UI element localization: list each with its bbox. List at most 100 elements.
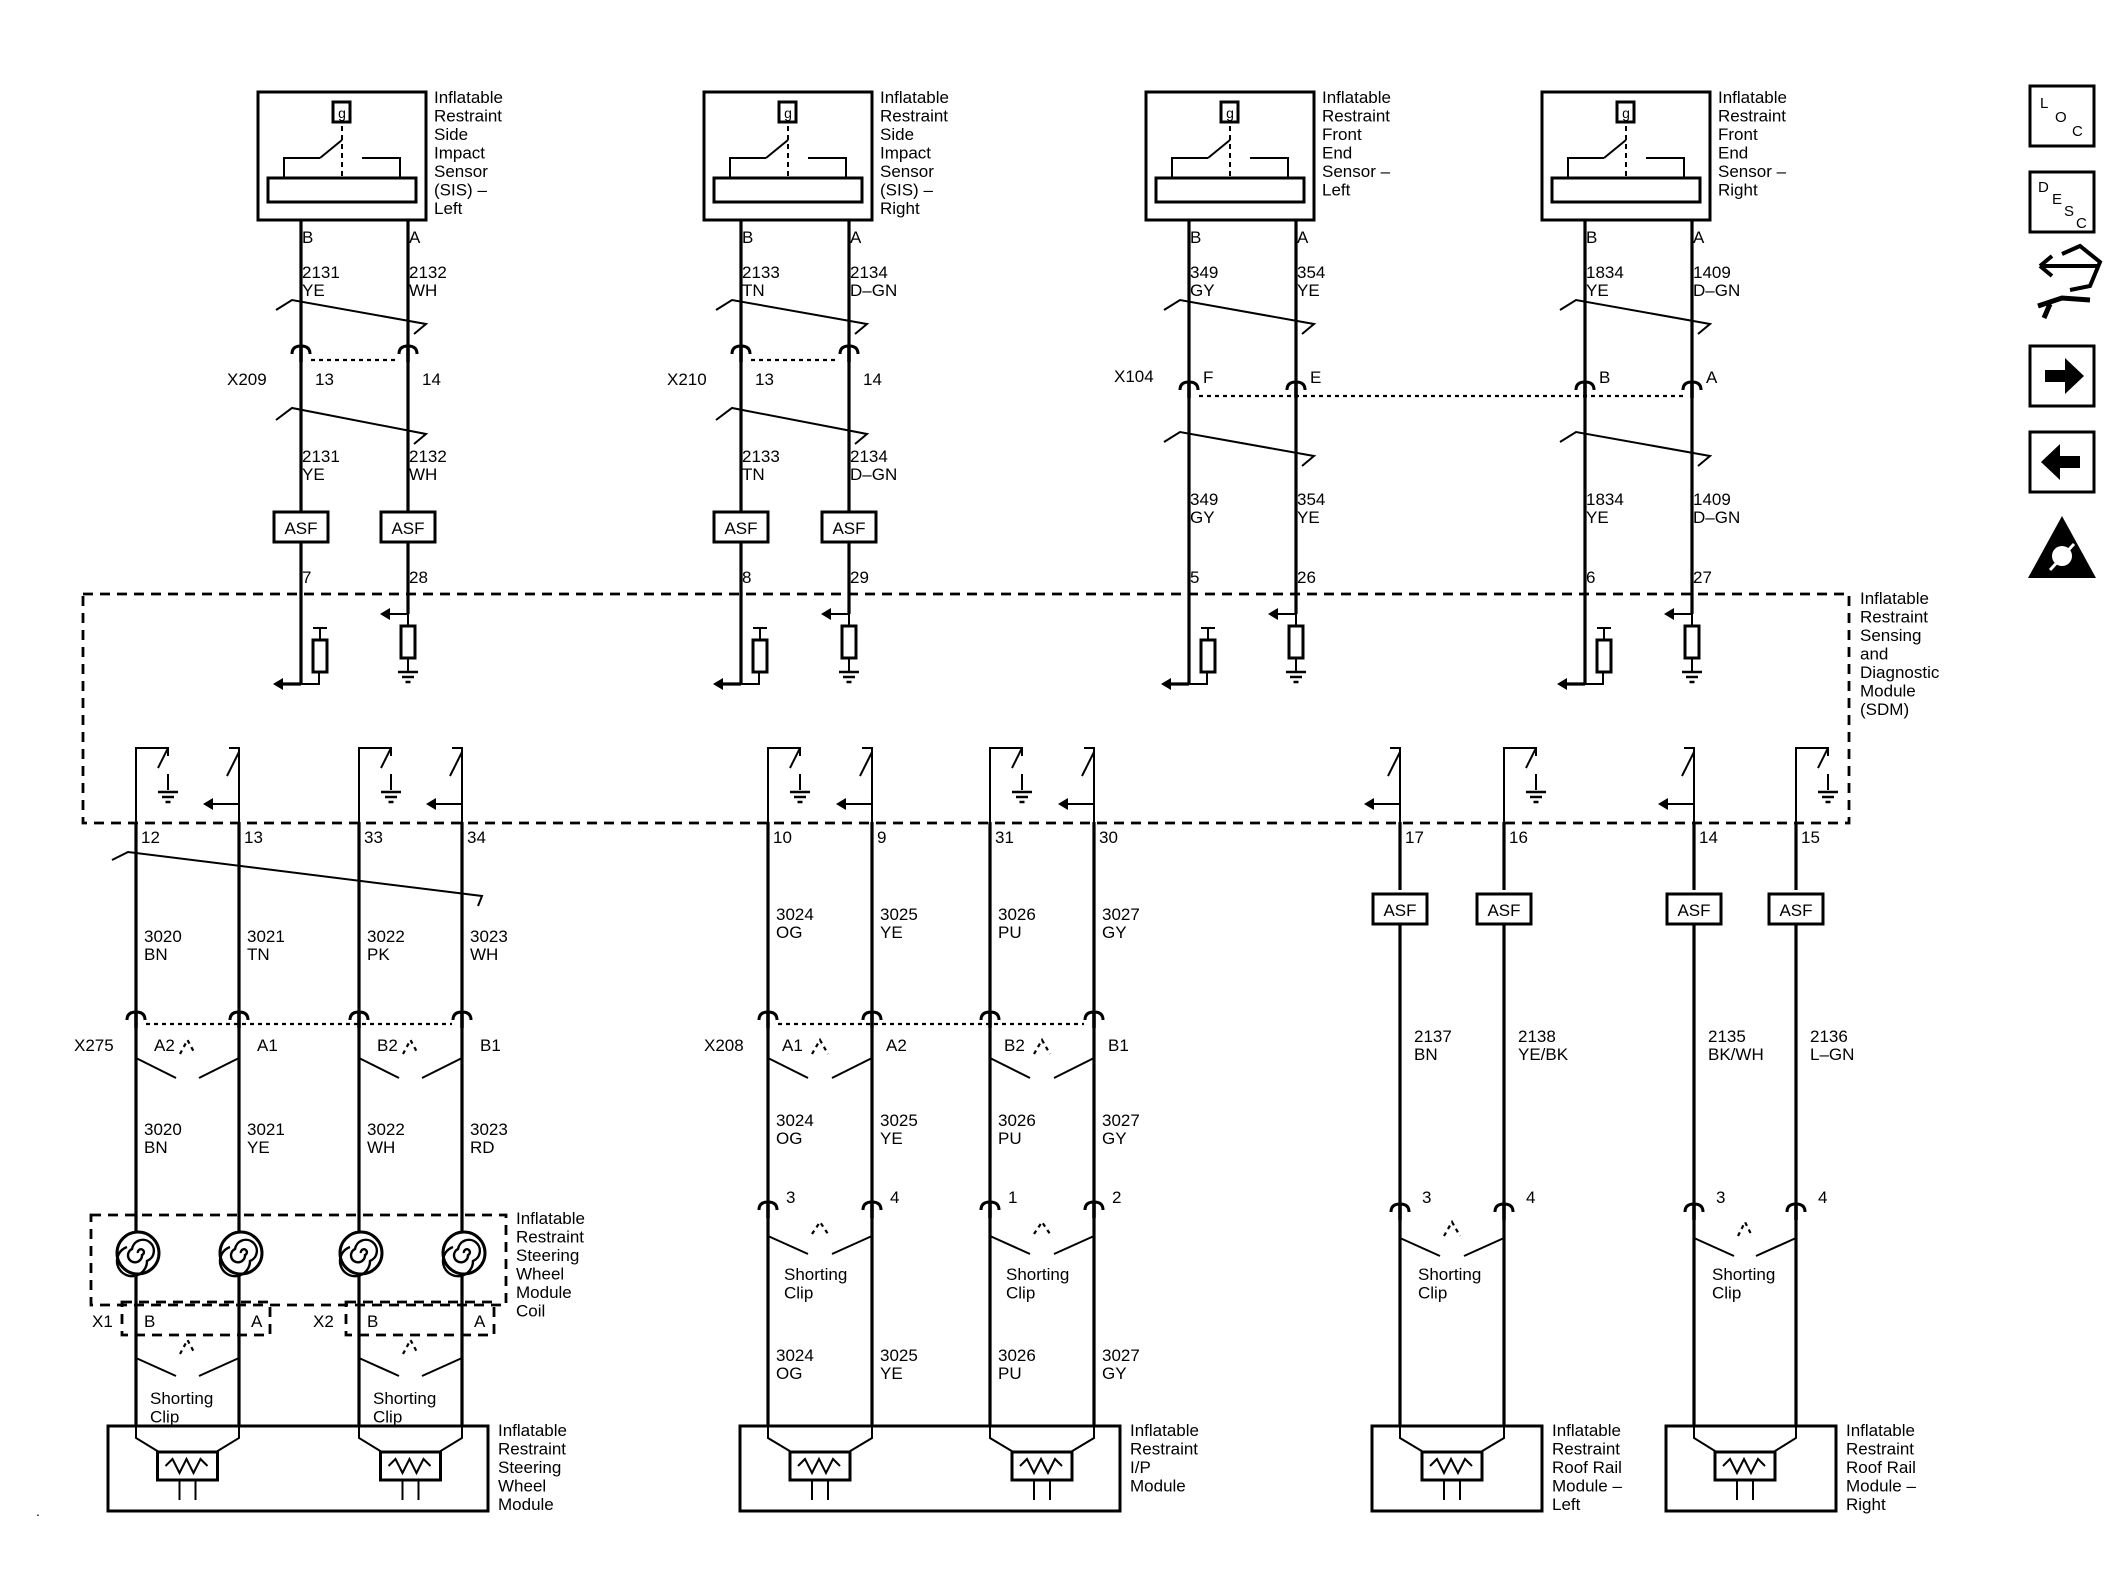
connector-socket [757,1200,779,1220]
sensor-name: Sensor – [1322,162,1391,181]
wire-label: 3020 [144,927,182,946]
twisted-pair-mark [1559,298,1713,335]
sensor-name: Inflatable [880,88,949,107]
sdm-label: Sensing [1860,626,1921,645]
ground-ref-icon: g [1226,105,1234,121]
pin-label: 4 [1526,1188,1535,1207]
location-button[interactable]: L O C [2028,84,2096,148]
clockspring-coil-icon [115,1230,161,1278]
resistor [1199,638,1217,674]
wire-label: 3025 [880,1111,918,1130]
sdm-label: Diagnostic [1860,663,1940,682]
ground-icon [1524,790,1548,804]
pin-label: B [1190,228,1201,247]
module-label: Inflatable [1552,1421,1621,1440]
sdm-pin: 14 [1699,828,1718,847]
connector-socket [730,344,752,364]
clip-label: Clip [373,1408,402,1427]
module-label: Inflatable [1130,1421,1199,1440]
wire-color: YE [1586,281,1609,300]
wire-label: 2132 [409,447,447,466]
wire-label: 2132 [409,263,447,282]
wire-label: 3027 [1102,1111,1140,1130]
wire-color: TN [742,281,765,300]
sensor-name: Side [880,125,914,144]
connector-socket [861,1010,883,1030]
airbag-squib-icon [788,1450,852,1482]
sdm-label: and [1860,645,1888,664]
connector-end-view-icon[interactable] [2037,243,2103,319]
connector-id: X209 [227,370,267,389]
asf-label: ASF [1779,901,1812,920]
sdm-pin: 13 [244,828,263,847]
clip-label: Clip [1712,1284,1741,1303]
sensor-name: (SIS) – [434,181,487,200]
wire-label: 3024 [776,1111,814,1130]
wire-label: 2133 [742,263,780,282]
next-page-button[interactable] [2028,344,2096,408]
previous-page-button[interactable] [2028,430,2096,494]
pin-label: 14 [863,370,882,389]
airbag-squib-icon [379,1450,442,1482]
sensor-box: g [1540,90,1712,222]
sensor-name: Left [434,199,463,218]
module-label: Module – [1846,1477,1916,1496]
module-label: Restraint [1846,1440,1914,1459]
wire-color: D–GN [1693,281,1740,300]
wire-label: 1834 [1586,490,1624,509]
wire-color: L–GN [1810,1045,1854,1064]
asf-label: ASF [1383,901,1416,920]
sdm-pin: 12 [141,828,160,847]
module-label: Module [1130,1477,1186,1496]
connector-socket [1681,380,1703,400]
wire-color: WH [470,945,498,964]
sdm-pin: 8 [742,568,751,587]
pin-label: A [1693,228,1705,247]
ground-ref-icon: g [1622,105,1630,121]
module-label: Module – [1552,1477,1622,1496]
resistor [1595,638,1613,674]
coil-label: Coil [516,1302,545,1321]
asf-box: ASF [1371,892,1429,926]
svg-text:E: E [2052,191,2062,208]
connector-id: X210 [667,370,707,389]
esd-warning-icon[interactable] [2028,516,2096,578]
resistor [1287,624,1305,660]
wire-label: 3021 [247,1120,285,1139]
wire-label: 2137 [1414,1027,1452,1046]
sdm-pin: 15 [1801,828,1820,847]
wire-color: OG [776,1129,802,1148]
pin-label: 2 [1112,1188,1121,1207]
sensor-name: Right [880,199,920,218]
steering-coil-boundary [89,1213,508,1307]
ground-ref-icon: g [784,105,792,121]
connector-socket [125,1010,147,1030]
pin-label: B2 [1004,1036,1025,1055]
sdm-label: Inflatable [1860,589,1929,608]
wire-color: TN [247,945,270,964]
pin-label: A [1297,228,1309,247]
ground-icon [1284,670,1308,684]
module-label: Restraint [1552,1440,1620,1459]
clip-label: Clip [784,1284,813,1303]
connector-socket [838,344,860,364]
module-label: Right [1846,1495,1886,1514]
wire-color: WH [409,281,437,300]
connector-socket [979,1010,1001,1030]
description-button[interactable]: D E S C [2028,170,2096,234]
wire-color: D–GN [850,465,897,484]
connector-socket [1083,1010,1105,1030]
pin-label: A [1706,368,1718,387]
connector-socket [1493,1202,1515,1222]
wire-color: YE [302,465,325,484]
sdm-pin: 26 [1297,568,1316,587]
twisted-pair-mark [275,298,429,335]
connector-id: X1 [92,1312,113,1331]
ground-icon [1816,790,1840,804]
wire-label: 2131 [302,447,340,466]
wire-label: 3024 [776,905,814,924]
wire-color: PU [998,1129,1022,1148]
sensor-name: Front [1718,125,1758,144]
wire-label: 2136 [1810,1027,1848,1046]
asf-label: ASF [391,519,424,538]
